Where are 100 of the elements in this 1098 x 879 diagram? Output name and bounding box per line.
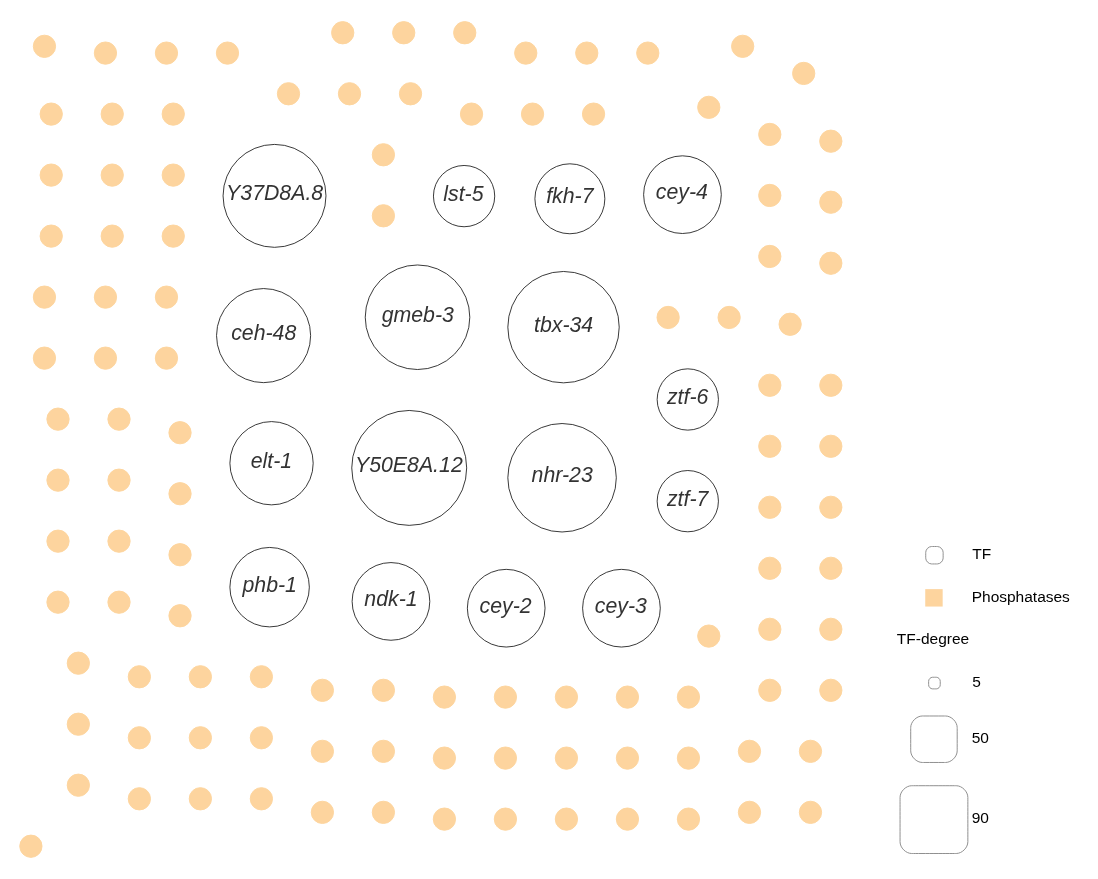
- node-circle: [758, 122, 782, 147]
- node-circle: [371, 800, 395, 824]
- node-circle: [32, 346, 57, 370]
- node-circle: [249, 726, 273, 750]
- node-circle: [93, 41, 118, 65]
- node-circle: [520, 102, 545, 126]
- node-circle: [819, 495, 843, 519]
- node-circle: [100, 224, 124, 248]
- node-circle: [154, 346, 179, 370]
- node-circle: [188, 787, 212, 811]
- node-circle: [758, 183, 782, 208]
- node-circle: [758, 434, 782, 458]
- node-circle: [676, 807, 701, 831]
- node-circle: [798, 739, 823, 763]
- node-circle: [758, 617, 782, 641]
- node-circle: [188, 665, 212, 689]
- node-circle: [168, 482, 192, 506]
- legend-label: 90: [971, 809, 989, 827]
- node-circle: gmeb-3: [364, 264, 471, 370]
- node-circle: [731, 34, 755, 58]
- node-circle: [575, 41, 599, 65]
- node-circle: [615, 746, 640, 770]
- node-circle: [819, 251, 843, 275]
- node-circle: [819, 556, 843, 580]
- node-circle: [39, 163, 63, 187]
- node-circle: [32, 285, 57, 309]
- node-circle: cey-3: [582, 568, 661, 648]
- node-circle: cey-4: [643, 155, 722, 234]
- node-circle: [127, 726, 151, 750]
- node-circle: [697, 624, 721, 648]
- node-circle: [310, 678, 334, 702]
- node-circle: [168, 543, 192, 567]
- node-circle: [107, 407, 131, 431]
- node-circle: elt-1: [229, 421, 314, 506]
- node-circle: [453, 21, 477, 45]
- node-circle: [46, 590, 70, 614]
- node-circle: [778, 312, 802, 336]
- node-circle: [19, 834, 43, 858]
- node-circle: [432, 746, 457, 770]
- node-circle: [493, 807, 518, 831]
- node-circle: [758, 495, 782, 519]
- node-circle: [636, 41, 660, 65]
- node-circle: [127, 665, 151, 689]
- node-circle: [737, 739, 762, 763]
- node-circle: tbx-34: [507, 271, 620, 384]
- node-circle: [819, 678, 843, 702]
- node-circle: [798, 800, 823, 824]
- node-circle: [215, 41, 240, 65]
- node-circle: [819, 434, 843, 458]
- node-circle: [154, 41, 179, 65]
- node-circle: [676, 685, 701, 709]
- node-circle: [371, 739, 395, 763]
- node-circle: [93, 346, 118, 370]
- node-circle: [819, 617, 843, 641]
- node-circle: [161, 224, 185, 248]
- node-circle: [432, 685, 457, 709]
- node-circle: [154, 285, 179, 309]
- node-circle: [310, 800, 334, 824]
- node-circle: [46, 468, 70, 492]
- node-circle: [432, 807, 457, 831]
- node-circle: [371, 143, 395, 167]
- node-circle: [249, 665, 273, 689]
- node-circle: [459, 102, 484, 126]
- node-circle: [66, 712, 90, 736]
- node-circle: [107, 529, 131, 553]
- node-circle: [819, 190, 843, 214]
- node-circle: ceh-48: [216, 288, 312, 384]
- node-circle: lst-5: [433, 165, 496, 228]
- node-circle: [161, 163, 185, 187]
- node-circle: [554, 807, 579, 831]
- node-circle: [127, 787, 151, 811]
- node-circle: [161, 102, 185, 126]
- node-circle: nhr-23: [507, 423, 617, 533]
- legend-label: TF: [972, 544, 992, 562]
- node-circle: [615, 807, 640, 831]
- legend-label: 5: [972, 672, 981, 690]
- node-circle: ztf-7: [656, 470, 719, 533]
- node-circle: [493, 685, 518, 709]
- node-circle: [581, 102, 606, 126]
- node-circle: [697, 95, 721, 119]
- node-circle: [737, 800, 762, 824]
- node-circle: [249, 787, 273, 811]
- legend-label: 50: [971, 728, 989, 746]
- node-circle: [331, 21, 355, 45]
- node-circle: [107, 468, 131, 492]
- node-circle: fkh-7: [534, 163, 606, 235]
- node-circle: [371, 204, 395, 228]
- node-circle: [39, 224, 63, 248]
- node-circle: [310, 739, 334, 763]
- node-circle: ztf-6: [656, 368, 719, 431]
- node-circle: [168, 604, 192, 628]
- node-circle: [758, 373, 782, 397]
- node-circle: [656, 305, 680, 330]
- legend-label: Phosphatases: [971, 587, 1070, 605]
- node-circle: [46, 529, 70, 553]
- node-circle: Y50E8A.12: [351, 410, 468, 526]
- node-circle: [66, 773, 90, 797]
- node-circle: [615, 685, 640, 709]
- node-circle: [66, 651, 90, 675]
- node-circle: [758, 678, 782, 702]
